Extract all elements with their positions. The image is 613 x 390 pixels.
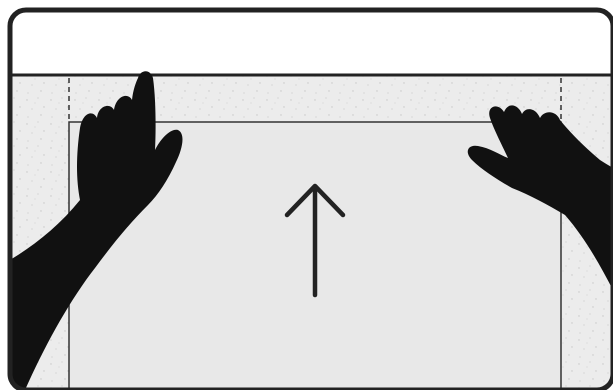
lid-panel-icon (10, 10, 613, 75)
